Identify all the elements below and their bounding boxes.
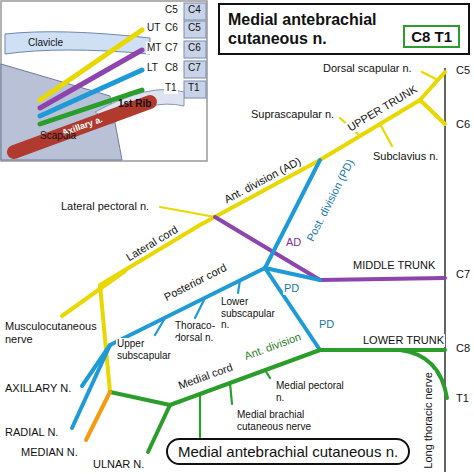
part-label: MT	[146, 42, 162, 54]
part-label: AXILLARY N.	[4, 382, 72, 395]
part-label: C4	[188, 4, 201, 16]
part-label: C6	[164, 22, 179, 34]
part-label: UT	[146, 22, 161, 34]
part-label: AD	[285, 236, 302, 249]
part-label: T1	[188, 82, 200, 94]
part-label: Dorsal scapular n.	[322, 62, 413, 75]
part-label: Ant. division (AD)	[221, 154, 304, 206]
part-label: LT	[146, 62, 159, 74]
part-label: Scapula	[40, 130, 76, 142]
part-label: MEDIAN N.	[20, 446, 79, 459]
part-label: C5	[164, 4, 179, 16]
nerve-title-box: Medial antebrachial cutaneous n.	[166, 438, 410, 465]
part-label: Upper subscapular	[116, 338, 178, 361]
part-label: MIDDLE TRUNK	[352, 259, 436, 272]
part-label: Medial brachial cutaneous nerve	[236, 409, 338, 432]
part-label: Medial pectoral n.	[275, 380, 345, 403]
box-text: Medial antebrachial cutaneous n.	[178, 443, 398, 460]
part-label: T1	[164, 82, 178, 94]
box-text: Medial antebrachial cutaneous n.	[228, 10, 393, 48]
part-label: Thoraco-dorsal n.	[174, 320, 222, 343]
part-label: LOWER TRUNK	[362, 334, 445, 347]
part-label: C6	[455, 118, 471, 131]
part-label: C7	[188, 62, 201, 74]
part-label: Suprascapular n.	[250, 108, 335, 121]
part-label: Medial cord	[175, 360, 235, 392]
part-label: Long thoracic nerve	[421, 371, 434, 470]
part-label: T1	[455, 392, 470, 405]
part-label: Musculocutaneous nerve	[4, 320, 98, 345]
spinal-level-box: C8 T1	[403, 25, 460, 48]
part-label: C8	[455, 342, 471, 355]
part-label: RADIAL N.	[4, 426, 59, 439]
part-label: ULNAR N.	[92, 458, 145, 471]
part-label: Ant. division	[241, 329, 303, 362]
part-label: Lateral pectoral n.	[60, 200, 150, 213]
part-label: C5	[188, 22, 201, 34]
nerve-title-box: Medial antebrachial cutaneous n. C8 T1	[218, 3, 470, 55]
box-text: C8 T1	[411, 28, 452, 45]
part-label: Post. division (PD)	[304, 156, 357, 244]
part-label: C6	[188, 42, 201, 54]
part-label: PD	[283, 282, 300, 295]
part-label: PD	[318, 318, 335, 331]
part-label: 1st Rib	[118, 98, 151, 110]
part-label: C7	[164, 42, 179, 54]
part-label: Lower subscapular n.	[220, 296, 278, 331]
part-label: C8	[164, 62, 179, 74]
part-label: C5	[455, 64, 471, 77]
part-label: Clavicle	[28, 37, 63, 49]
part-label: C7	[455, 268, 471, 281]
part-label: Subclavius n.	[372, 150, 439, 163]
